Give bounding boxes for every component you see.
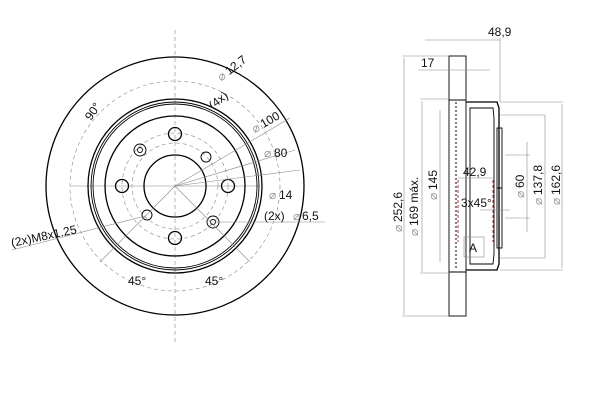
- front-view: 90° (4x) ⌀ 12,7 ⌀ 100 ⌀ 80 ⌀ 14 (2x) ⌀ 6…: [10, 30, 325, 345]
- diameter-symbol: ⌀: [391, 225, 405, 232]
- hat-profile: [466, 101, 500, 271]
- dia-137-label: 137,8: [531, 165, 545, 195]
- pin-hole-inner: [210, 219, 216, 225]
- diameter-symbol: ⌀: [426, 193, 440, 200]
- pcd-80-circle: [131, 142, 219, 230]
- bolt-hole: [167, 126, 183, 142]
- bolt-hole: [167, 230, 183, 246]
- disc-thickness-label: 17: [421, 56, 435, 70]
- section-a-label: A: [469, 241, 477, 255]
- dia-14-label: 14: [279, 188, 293, 202]
- dia-162-label: 162,6: [549, 165, 563, 195]
- bolt-hole: [114, 178, 130, 194]
- dia-252-label: 252,6: [391, 192, 405, 222]
- pins-prefix-label: (2x): [264, 209, 285, 223]
- angle-90-label: 90°: [82, 100, 104, 123]
- hat-inner: [469, 107, 495, 265]
- angle-arc: [69, 80, 281, 292]
- diameter-symbol: ⌀: [513, 191, 527, 198]
- depth-42-label: 42,9: [463, 165, 487, 179]
- hub-face-ring: [104, 115, 246, 257]
- pin-hole-inner: [137, 147, 143, 153]
- thread-label: (2x)M8x1.25: [10, 222, 78, 250]
- disc-friction-ring: [448, 55, 467, 317]
- center-bore: [143, 154, 207, 218]
- holes-dia-label: 12,7: [222, 52, 249, 78]
- pin-hole: [133, 143, 147, 157]
- diameter-symbol: ⌀: [549, 198, 563, 205]
- diameter-symbol: ⌀: [407, 229, 421, 236]
- thread-hole: [141, 209, 153, 221]
- pcd-100-label: 100: [258, 108, 283, 130]
- hat-ring-3: [92, 103, 258, 269]
- overall-height-label: 48,9: [488, 25, 512, 39]
- outer-disc-edge: [45, 56, 305, 316]
- side-view: 48,9 17 ⌀ 252,6 ⌀ 169 máx. ⌀ 145 42,9 3x…: [391, 25, 563, 317]
- pcd-100-circle: [121, 132, 229, 240]
- diameter-symbol: ⌀: [269, 188, 276, 202]
- angle-45-left-label: 45°: [128, 274, 146, 288]
- dia-145-label: 145: [426, 170, 440, 190]
- section-box: [463, 236, 485, 258]
- hat-outer-ring: [87, 98, 263, 274]
- diameter-symbol: ⌀: [531, 198, 545, 205]
- angle-45-right-label: 45°: [205, 274, 223, 288]
- leader-lines: [11, 117, 325, 263]
- dia-169-label: 169 máx.: [407, 177, 421, 226]
- pcd-80-label: 80: [274, 146, 288, 160]
- holes-prefix-label: (4x): [206, 88, 231, 112]
- chamfer-label: 3x45°: [461, 196, 492, 210]
- hat-ring-2: [90, 101, 260, 271]
- thread-hole: [200, 151, 212, 163]
- diameter-symbol: ⌀: [264, 146, 271, 160]
- pins-dia-label: 6,5: [302, 209, 319, 223]
- dia-60-label: 60: [513, 174, 527, 188]
- diameter-symbol: ⌀: [293, 209, 300, 223]
